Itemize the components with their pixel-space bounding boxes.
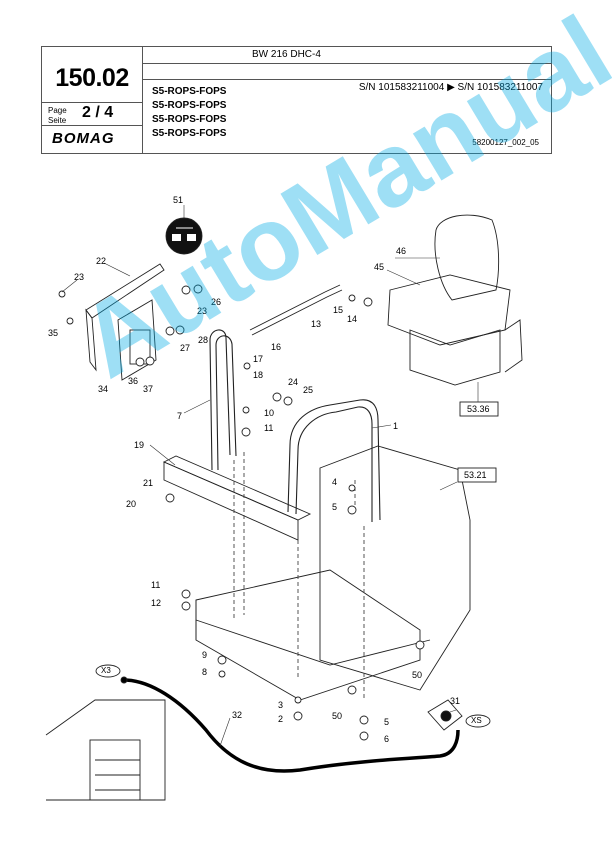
model-row: BW 216 DHC-4 [142, 47, 551, 64]
ref-53-36: 53.36 [467, 404, 490, 414]
divider [42, 125, 142, 126]
ref-53-21: 53.21 [464, 470, 487, 480]
machine-detail [45, 699, 166, 801]
rops-frame [209, 329, 381, 522]
page-label: Page Seite [48, 106, 67, 125]
callout-8: 8 [202, 667, 208, 677]
title-list: S5-ROPS-FOPS S5-ROPS-FOPS S5-ROPS-FOPS S… [152, 85, 226, 141]
title-line: S5-ROPS-FOPS [152, 128, 227, 139]
callout-34: 34 [98, 384, 109, 394]
callout-17: 17 [253, 354, 264, 364]
callout-9: 9 [202, 650, 208, 660]
callout-6: 6 [384, 734, 390, 744]
callout-5b: 5 [384, 717, 390, 727]
tag-x3 [95, 664, 121, 678]
callout-20: 20 [126, 499, 137, 509]
header-left-column: 150.02 Page Seite 2 / 4 BOMAG [42, 47, 143, 153]
callout-24: 24 [288, 377, 299, 387]
doc-number: 58200127_002_05 [472, 138, 539, 147]
callout-14: 14 [347, 314, 358, 324]
page-value: 2 / 4 [82, 104, 114, 121]
ref-box-53-36 [459, 401, 499, 417]
callout-4: 4 [332, 477, 338, 487]
callout-50b: 50 [332, 711, 343, 721]
callout-50: 50 [412, 670, 423, 680]
title-line: S5-ROPS-FOPS [152, 114, 227, 125]
ref-box-53-21 [457, 467, 497, 483]
serial-range: S/N 101583211004 ▶ S/N 101583211007 [358, 82, 543, 93]
callout-18: 18 [253, 370, 264, 380]
fasteners [58, 284, 425, 741]
callout-7: 7 [177, 411, 183, 421]
callout-22: 22 [96, 256, 107, 266]
callout-27: 27 [180, 343, 191, 353]
ground-cable [120, 676, 460, 773]
callout-26: 26 [211, 297, 222, 307]
serial-row: S/N 101583211004 ▶ S/N 101583211007 [142, 63, 551, 93]
callout-31: 31 [450, 696, 461, 706]
callout-12: 12 [151, 598, 162, 608]
support-rod [249, 284, 343, 336]
connector-31 [427, 699, 463, 731]
operator-seat [387, 214, 523, 386]
callout-46: 46 [396, 246, 407, 256]
callout-36: 36 [128, 376, 139, 386]
callout-11b: 11 [151, 580, 161, 590]
callout-28: 28 [198, 335, 209, 345]
callout-23b: 23 [197, 306, 208, 316]
callout-37: 37 [143, 384, 154, 394]
callout-23: 23 [74, 272, 85, 282]
platform-body [195, 445, 471, 701]
tag-xs [465, 714, 491, 728]
title-line: S5-ROPS-FOPS [152, 86, 227, 97]
callout-45: 45 [374, 262, 385, 272]
callout-1: 1 [393, 421, 399, 431]
callout-15: 15 [333, 305, 344, 315]
divider [42, 102, 142, 103]
callout-51: 51 [173, 195, 184, 205]
title-line: S5-ROPS-FOPS [152, 100, 227, 111]
callout-25: 25 [303, 385, 314, 395]
callout-11: 11 [264, 423, 274, 433]
model-name: BW 216 DHC-4 [252, 49, 321, 60]
callout-5: 5 [332, 502, 338, 512]
callout-32: 32 [232, 710, 243, 720]
callout-19: 19 [134, 440, 145, 450]
callout-10: 10 [264, 408, 275, 418]
alignment-lines [233, 452, 365, 700]
callout-3: 3 [278, 700, 284, 710]
callout-21: 21 [143, 478, 154, 488]
bomag-logo: BOMAG [52, 130, 115, 147]
header-box: 150.02 Page Seite 2 / 4 BOMAG BW 216 DHC… [41, 46, 552, 154]
tag-x3-label: X3 [101, 666, 111, 675]
callout-2: 2 [278, 714, 284, 724]
callout-35: 35 [48, 328, 59, 338]
leader-lines [61, 205, 479, 747]
callout-13: 13 [311, 319, 322, 329]
tag-xs-label: XS [471, 716, 482, 725]
page-number: 150.02 [55, 64, 129, 92]
callout-16: 16 [271, 342, 282, 352]
